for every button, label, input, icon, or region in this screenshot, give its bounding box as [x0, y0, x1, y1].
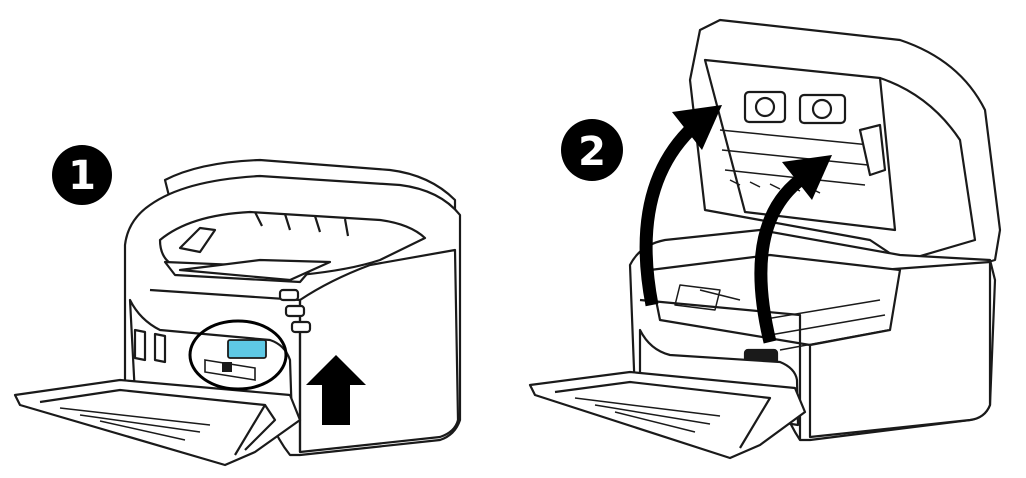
lever-highlight-circle [188, 319, 288, 391]
scanner-open [528, 18, 1002, 460]
scanner-closed [13, 158, 462, 467]
curved-arrow-icon [754, 155, 832, 344]
release-lever [204, 339, 267, 381]
step-1-group: 1 [13, 145, 462, 467]
up-arrow-icon [306, 355, 366, 425]
step-2-group: 2 [528, 18, 1002, 460]
curved-arrow-icon [639, 105, 722, 307]
step-2-number: 2 [578, 129, 606, 175]
step-2-badge: 2 [561, 119, 623, 181]
step-1-number: 1 [68, 153, 96, 199]
step-1-badge: 1 [52, 145, 112, 205]
